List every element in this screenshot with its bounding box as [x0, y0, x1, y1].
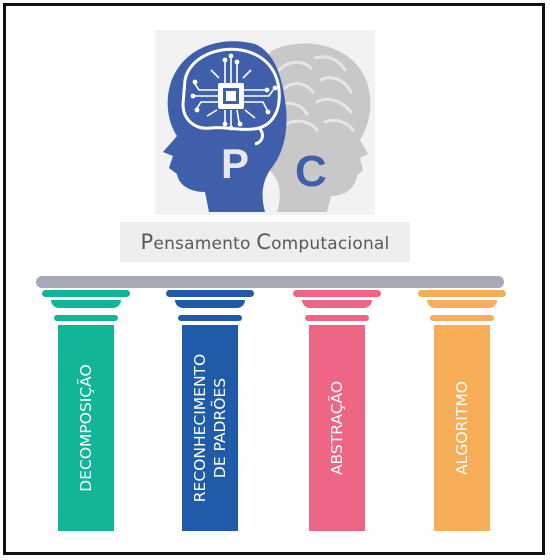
- title-initial-1: P: [140, 230, 154, 254]
- pillar-label: DECOMPOSIÇÃO: [76, 364, 96, 491]
- page-title: Pensamento Computacional: [120, 222, 410, 262]
- pillar-shaft: ALGORITMO: [434, 325, 490, 531]
- pillar-shaft: DECOMPOSIÇÃO: [58, 325, 114, 531]
- pillar-capital-top: [293, 290, 381, 297]
- pillar-capital-top: [42, 290, 130, 297]
- pillar-label-line: DECOMPOSIÇÃO: [77, 364, 95, 492]
- logo-letter-p: P: [221, 140, 249, 187]
- pillar-label: ABSTRAÇÃO: [327, 381, 347, 475]
- pillar-capital-middle: [51, 300, 121, 308]
- title-initial-2: C: [256, 230, 272, 254]
- diagram-frame: [3, 3, 545, 555]
- pillar-capital-bottom: [54, 315, 118, 321]
- page-title-text: Pensamento Computacional: [141, 230, 390, 254]
- pillar-capital-bottom: [178, 315, 242, 321]
- pillar-label: ALGORITMO: [452, 381, 472, 475]
- pillar-capital-top: [166, 290, 254, 297]
- pillar-capital-top: [418, 290, 506, 297]
- title-word-2: omputacional: [271, 234, 390, 254]
- pillar-capital-middle: [427, 300, 497, 308]
- pillar-label-line: DE PADRÕES: [211, 377, 229, 479]
- pillar-capital-bottom: [305, 315, 369, 321]
- title-word-1: ensamento: [153, 234, 257, 254]
- pillar-shaft: ABSTRAÇÃO: [309, 325, 365, 531]
- pillar-capital-middle: [175, 300, 245, 308]
- pillar-capital-bottom: [430, 315, 494, 321]
- pc-logo: P C: [155, 30, 375, 215]
- pillar-label-line: ABSTRAÇÃO: [328, 380, 346, 476]
- pillars-beam: [36, 276, 504, 288]
- pillar-capital-middle: [302, 300, 372, 308]
- logo-letter-c: C: [295, 147, 327, 196]
- pillar-label-line: ALGORITMO: [453, 381, 471, 475]
- pillar-label-line: RECONHECIMENTO: [191, 353, 209, 503]
- two-heads-icon: P C: [163, 41, 371, 212]
